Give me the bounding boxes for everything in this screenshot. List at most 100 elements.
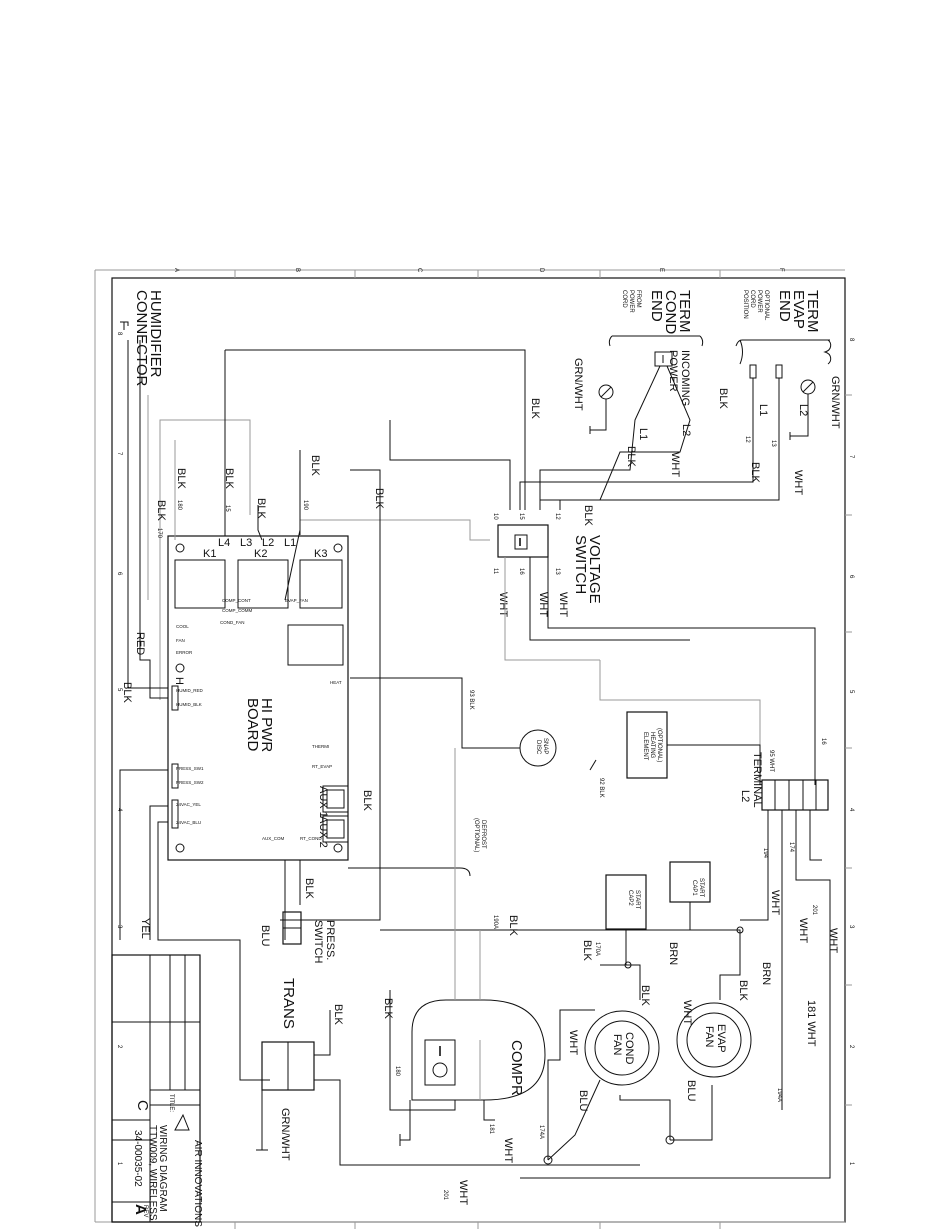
diagram-label: HEATING (649, 732, 655, 759)
diagram-label: FAN (176, 638, 185, 643)
diagram-label: TERMINAL (751, 752, 763, 808)
grid-number: 5 (848, 690, 854, 694)
air-innovations-logo-icon (174, 1113, 190, 1131)
diagram-label: CORD (621, 290, 627, 308)
diagram-label: BLK (223, 468, 235, 489)
diagram-label: 174 (788, 842, 794, 853)
diagram-label: BLK (507, 915, 519, 936)
diagram-label: BLK (582, 505, 594, 526)
compressor (411, 999, 546, 1101)
diagram-label: L2 (680, 424, 692, 436)
diagram-label: COOL (176, 624, 189, 629)
diagram-label: H (173, 677, 185, 685)
rev-label: REV (142, 1205, 148, 1217)
diagram-label: HI PWR (258, 698, 275, 752)
term-evap-end-heading: TERM EVAP END (776, 290, 821, 333)
grid-letter: F (778, 268, 784, 272)
diagram-label: START (698, 878, 704, 897)
diagram-label: BLK (717, 388, 729, 409)
grid-number: 1 (116, 1162, 122, 1166)
diagram-label: WHT (797, 918, 809, 943)
diagram-label: EVAP (790, 290, 807, 329)
diagram-label: YEL (139, 918, 151, 939)
diagram-label: 170 (156, 528, 162, 539)
diagram-label: L3 (240, 537, 252, 549)
diagram-label: L2 (797, 404, 809, 416)
diagram-label: WHT (567, 1030, 579, 1055)
diagram-label: 201 (442, 1190, 448, 1201)
press-switch-label: PRESS. SWITCH (312, 920, 336, 963)
diagram-label: 180 (394, 1066, 400, 1077)
incoming-power-label: INCOMING POWER (667, 350, 691, 406)
revision: A (132, 1204, 149, 1215)
humidifier-connector-heading: HUMIDIFIER CONNECTOR (133, 290, 164, 387)
diagram-label: WHT (827, 928, 839, 953)
diagram-label: SNAP (542, 738, 548, 754)
diagram-label: SWITCH (312, 920, 324, 963)
drawing-number: 34-00035-02 (132, 1130, 143, 1187)
start-cap1-label: START CAP1 (691, 878, 704, 897)
diagram-label: CAP1 (691, 880, 697, 896)
diagram-label: OPTIONAL (763, 290, 769, 321)
diagram-label: EVAP (715, 1024, 727, 1053)
relay-k3 (299, 559, 343, 609)
diagram-label: BLK (749, 462, 761, 483)
diagram-label: HUMID_RED (176, 688, 204, 693)
grid-letter: B (294, 268, 300, 272)
diagram-label: COND_FAN (220, 620, 245, 625)
grid-number: 1 (848, 1162, 854, 1166)
wire-label-grn-wht-evap: GRN/WHT (829, 376, 841, 429)
diagram-label: 181 (488, 1124, 494, 1135)
diagram-label: K1 (203, 548, 216, 560)
diagram-label: 181 WHT (805, 1000, 817, 1047)
diagram-label: POWER (628, 290, 634, 313)
diagram-label: WHT (497, 592, 509, 617)
diagram-label: 24VAC_YEL (176, 802, 201, 807)
title-label: TITLE: (168, 1094, 174, 1112)
diagram-label: INCOMING (679, 350, 691, 406)
diagram-label: 13 (554, 568, 560, 575)
diagram-label: WHT (557, 592, 569, 617)
diagram-label: 24VAC_BLU (176, 820, 201, 825)
diagram-label: BLU (685, 1080, 697, 1101)
diagram-label: 16 (518, 568, 524, 575)
diagram-label: L1 (637, 428, 649, 440)
diagram-label: CONNECTOR (133, 290, 150, 387)
diagram-label: 194A (776, 1088, 782, 1102)
diagram-label: L2 (739, 790, 751, 802)
diagram-label: WHT (537, 592, 549, 617)
diagram-label: RT_COND (300, 836, 322, 841)
diagram-label: END (648, 290, 665, 322)
diagram-label: DISC (535, 740, 541, 755)
evap-fan-label: EVAP FAN (703, 1024, 727, 1053)
incoming-power-plug (654, 351, 673, 367)
diagram-label: (OPTIONAL) (473, 818, 479, 852)
diagram-label: CORD (749, 290, 755, 308)
diagram-label: CAP2 (627, 890, 633, 906)
humidifier-plug-icon (120, 321, 129, 330)
diagram-label: ELEMENT (642, 732, 648, 761)
terminal-label: TERMINAL L2 (739, 752, 763, 808)
diagram-label: BLK (309, 455, 321, 476)
voltage-switch (497, 524, 549, 558)
diagram-label: BLK (175, 468, 187, 489)
diagram-label: WHT (669, 452, 681, 477)
diagram-label: L1 (284, 537, 296, 549)
diagram-label: BOARD (244, 698, 261, 752)
diagram-label: HEAT (330, 680, 342, 685)
diagram-label: L4 (218, 537, 230, 549)
drawing-title-line1: WIRING DIAGRAM (157, 1125, 168, 1212)
grid-letters: A B C D E F (173, 268, 784, 273)
snap-disc-label: SNAP DISC (535, 738, 548, 755)
diagram-label: WHT (769, 890, 781, 915)
diagram-label: FAN (703, 1026, 715, 1047)
grid-number: 2 (116, 1045, 122, 1049)
grid-number: 8 (848, 338, 854, 342)
diagram-label: BLK (255, 498, 267, 519)
grid-letter: D (538, 268, 544, 273)
diagram-label: 16 (820, 738, 826, 745)
defrost-sensor (459, 867, 471, 877)
diagram-label: GRN/WHT (279, 1108, 291, 1161)
diagram-label: END (776, 290, 793, 322)
diagram-label: 13 (770, 440, 776, 447)
